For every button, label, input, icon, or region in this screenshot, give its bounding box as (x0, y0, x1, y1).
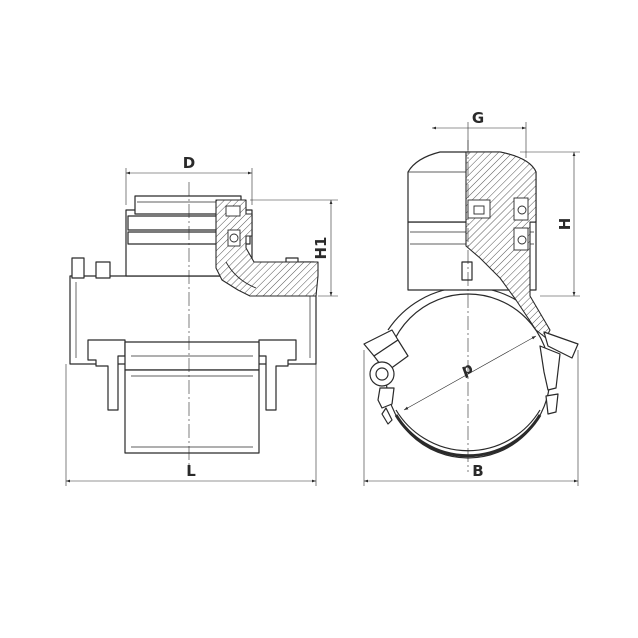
label-d: D (183, 154, 195, 172)
hinge-bracket (377, 387, 395, 409)
dimension-diameter (403, 335, 537, 411)
label-b: B (472, 462, 483, 480)
label-g: G (472, 109, 484, 127)
lower-spigot (124, 369, 260, 454)
label-h: H (556, 218, 574, 231)
left-strap (87, 339, 126, 411)
left-lug (71, 257, 85, 279)
side-view: G H B d (363, 109, 580, 486)
label-h1: H1 (312, 237, 330, 260)
right-strap (258, 339, 297, 411)
right-flange (543, 331, 579, 359)
section-hatch (215, 199, 319, 297)
side-section-hatch (465, 151, 551, 339)
front-view: D H1 L (65, 154, 338, 486)
label-l: L (186, 462, 196, 480)
